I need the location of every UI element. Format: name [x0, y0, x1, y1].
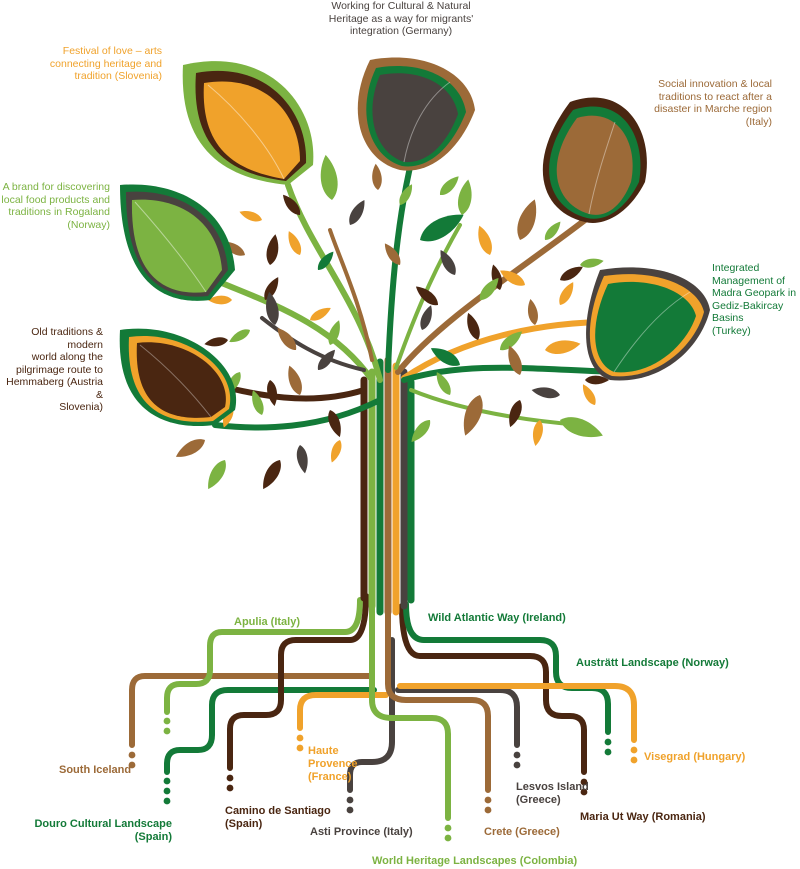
root-label-haute-provence: Haute Provence (France): [308, 745, 358, 783]
root-label-colombia: World Heritage Landscapes (Colombia): [372, 855, 578, 867]
root-label-maria-ut: Maria Ut Way (Romania): [580, 811, 706, 823]
dot-visegrad-2: [630, 756, 638, 764]
dot-colombia-1: [444, 824, 452, 832]
dot-douro-1: [163, 777, 171, 785]
root-line-haute-provence: [297, 692, 389, 731]
dot-austratt-2: [604, 748, 612, 756]
dot-douro-3: [163, 797, 171, 805]
root-label-lesvos: Lesvos Island (Greece): [516, 781, 589, 806]
leaf-label-norway-rogaland: A brand for discovering local food produ…: [1, 181, 110, 231]
dot-douro-2: [163, 787, 171, 795]
dot-camino-1: [226, 774, 234, 782]
leaf-label-germany: Working for Cultural & Natural Heritage …: [328, 0, 474, 37]
root-label-south-iceland: South Iceland: [59, 764, 132, 776]
dot-austratt-1: [604, 738, 612, 746]
leaf-label-slovenia: Festival of love – arts connecting herit…: [49, 45, 162, 82]
leaf-label-austria: Old traditions & modern world along the …: [6, 326, 103, 413]
dot-camino-2: [226, 784, 234, 792]
big-leaf-marche: [542, 97, 647, 223]
root-label-visegrad: Visegrad (Hungary): [644, 751, 746, 763]
big-leaf-germany: [357, 57, 475, 171]
leaf-label-turkey: Integrated Management of Madra Geopark i…: [712, 262, 797, 337]
root-label-wild-atlantic: Wild Atlantic Way (Ireland): [428, 612, 566, 624]
dot-apulia-2: [163, 727, 171, 735]
root-line-visegrad: [397, 683, 637, 743]
root-label-camino: Camino de Santiago (Spain): [225, 805, 331, 830]
big-leaf-turkey: [586, 267, 710, 381]
root-line-crete: [385, 607, 491, 793]
dot-asti-2: [346, 806, 354, 814]
root-line-apulia: [164, 597, 363, 715]
root-label-austratt: Austrätt Landscape (Norway): [576, 657, 729, 669]
dot-maria-1: [580, 778, 588, 786]
dot-visegrad-1: [630, 746, 638, 754]
root-line-maria-ut: [399, 603, 587, 775]
dot-haute-1: [296, 734, 304, 742]
big-leaf-austria: [119, 328, 237, 427]
root-line-lesvos: [395, 687, 520, 748]
root-line-douro: [164, 687, 377, 775]
tree-trunk: [360, 356, 415, 616]
root-line-austratt: [403, 601, 611, 735]
root-dots: [128, 717, 638, 842]
dot-crete-1: [484, 796, 492, 804]
dot-lesvos-2: [513, 761, 521, 769]
big-leaf-slovenia: [182, 61, 314, 185]
root-label-apulia: Apulia (Italy): [234, 616, 301, 628]
dot-south-iceland-2: [128, 761, 136, 769]
root-line-south-iceland: [129, 673, 375, 748]
root-line-asti: [347, 637, 395, 793]
dot-lesvos-1: [513, 751, 521, 759]
dot-colombia-2: [444, 834, 452, 842]
dot-haute-2: [296, 744, 304, 752]
big-leaf-rogaland: [120, 184, 235, 301]
root-label-crete: Crete (Greece): [484, 826, 560, 838]
root-line-camino: [227, 593, 369, 771]
dot-crete-2: [484, 806, 492, 814]
root-label-asti: Asti Province (Italy): [310, 826, 413, 838]
root-lines: [129, 593, 637, 821]
dot-asti-1: [346, 796, 354, 804]
leaf-label-italy-marche: Social innovation & local traditions to …: [654, 78, 772, 128]
root-label-douro: Douro Cultural Landscape (Spain): [34, 818, 172, 843]
dot-south-iceland-1: [128, 751, 136, 759]
dot-apulia-1: [163, 717, 171, 725]
dot-maria-2: [580, 788, 588, 796]
root-line-colombia: [369, 597, 451, 821]
